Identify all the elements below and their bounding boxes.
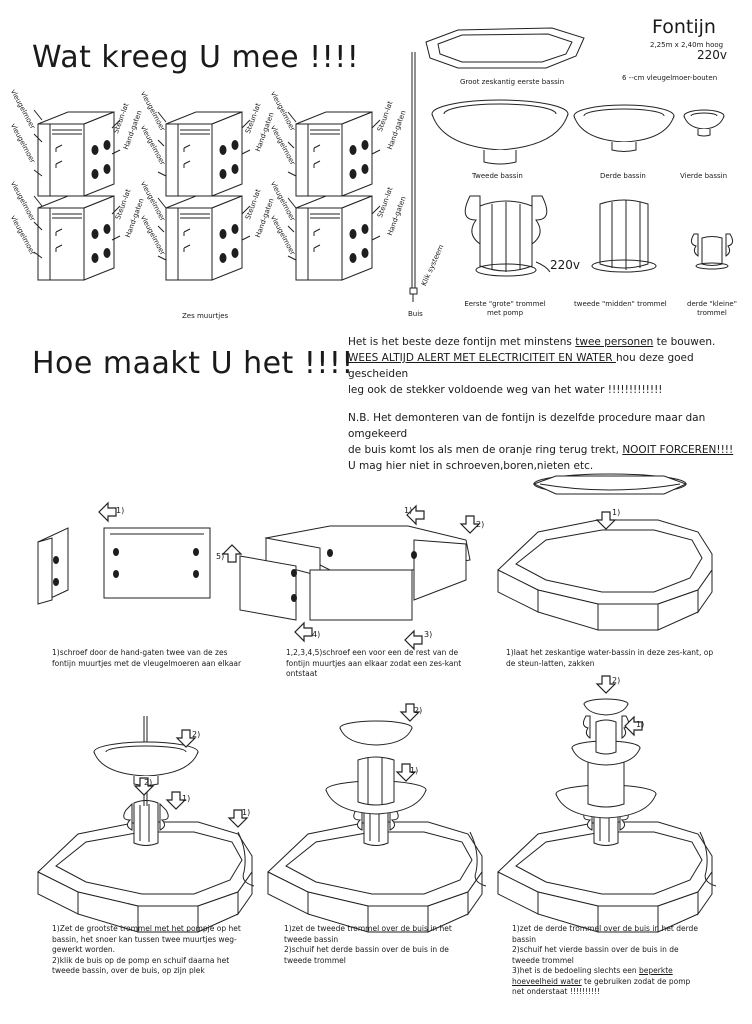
wall-part-2 xyxy=(165,111,243,197)
arrow-number: 2) xyxy=(192,730,201,739)
step-2-caption: 1,2,3,4,5)schroef een voor een de rest v… xyxy=(286,648,462,678)
arrow-number: 4) xyxy=(312,630,321,639)
drum-3-label: derde "kleine" trommel xyxy=(687,300,737,317)
arrow-number: 1) xyxy=(242,808,251,817)
title-how: Hoe maakt U het !!!! xyxy=(32,346,354,381)
wall-part-5 xyxy=(165,195,243,281)
arrow-number: 2) xyxy=(612,676,621,685)
step-6-caption: 1)zet de derde trommel over de buis in h… xyxy=(512,924,698,996)
wall-part-3 xyxy=(295,111,373,197)
basin-4-label: Vierde bassin xyxy=(680,172,728,180)
arrow-number: 1) xyxy=(116,506,125,515)
intro-text: Het is het beste deze fontijn met minste… xyxy=(348,336,734,472)
wall-part-4 xyxy=(37,195,115,281)
walls-label: Zes muurtjes xyxy=(182,312,229,320)
arrow-number: 1) xyxy=(612,508,621,517)
step-3-caption: 1)laat het zeskantige water-bassin in de… xyxy=(506,648,714,668)
drum-1-label: Eerste "grote" trommel met pomp xyxy=(464,300,546,317)
arrow-number: 1) xyxy=(182,794,191,803)
step-1-caption: 1)schroef door de hand-gaten twee van de… xyxy=(52,648,242,668)
drum-2-part xyxy=(592,200,656,272)
drum-1-part xyxy=(465,196,550,276)
basin-3-part xyxy=(574,105,674,152)
drum-2-label: tweede "midden" trommel xyxy=(574,300,667,308)
step-2-drawing xyxy=(222,505,480,650)
basin-1-part xyxy=(426,28,584,68)
basin-1-label: Groot zeskantig eerste bassin xyxy=(460,78,565,86)
arrow-number: 2) xyxy=(414,706,423,715)
part-leader-lines xyxy=(34,110,380,260)
arrow-number: 3) xyxy=(424,630,433,639)
arrow-number: 1) xyxy=(636,720,645,729)
basin-3-label: Derde bassin xyxy=(600,172,646,180)
basin-2-part xyxy=(432,100,568,164)
drum-3-part xyxy=(691,234,732,269)
wall-part-1 xyxy=(37,111,115,197)
arrow-number: 1) xyxy=(410,766,419,775)
basin-4-part xyxy=(684,110,724,136)
pump-voltage: 220v xyxy=(550,258,581,272)
product-voltage: 220v xyxy=(697,48,728,62)
step-4-caption: 1)Zet de grootste trommel met het pompje… xyxy=(52,924,241,975)
step-1-drawing xyxy=(38,502,210,604)
step-3-drawing xyxy=(497,474,713,631)
step-5-drawing xyxy=(267,703,486,933)
step-5-caption: 1)zet de tweede trommel over de buis in … xyxy=(284,924,452,965)
step-4-drawing xyxy=(37,716,254,933)
title-received: Wat kreeg U mee !!!! xyxy=(32,40,360,75)
product-dimensions: 2,25m x 2,40m hoog xyxy=(650,41,724,49)
arrow-number: 2) xyxy=(144,778,153,787)
step-6-drawing xyxy=(497,675,716,933)
pipe-part xyxy=(410,52,417,302)
arrow-number: 2) xyxy=(476,520,485,529)
arrow-number: 5) xyxy=(216,552,225,561)
pipe-label: Buis xyxy=(408,310,423,318)
arrow-number: 1) xyxy=(404,506,413,515)
bolts-label: 6 --cm vleugelmoer-bouten xyxy=(622,74,718,82)
product-name: Fontijn xyxy=(652,16,716,38)
wall-part-6 xyxy=(295,195,373,281)
basin-2-label: Tweede bassin xyxy=(472,172,523,180)
